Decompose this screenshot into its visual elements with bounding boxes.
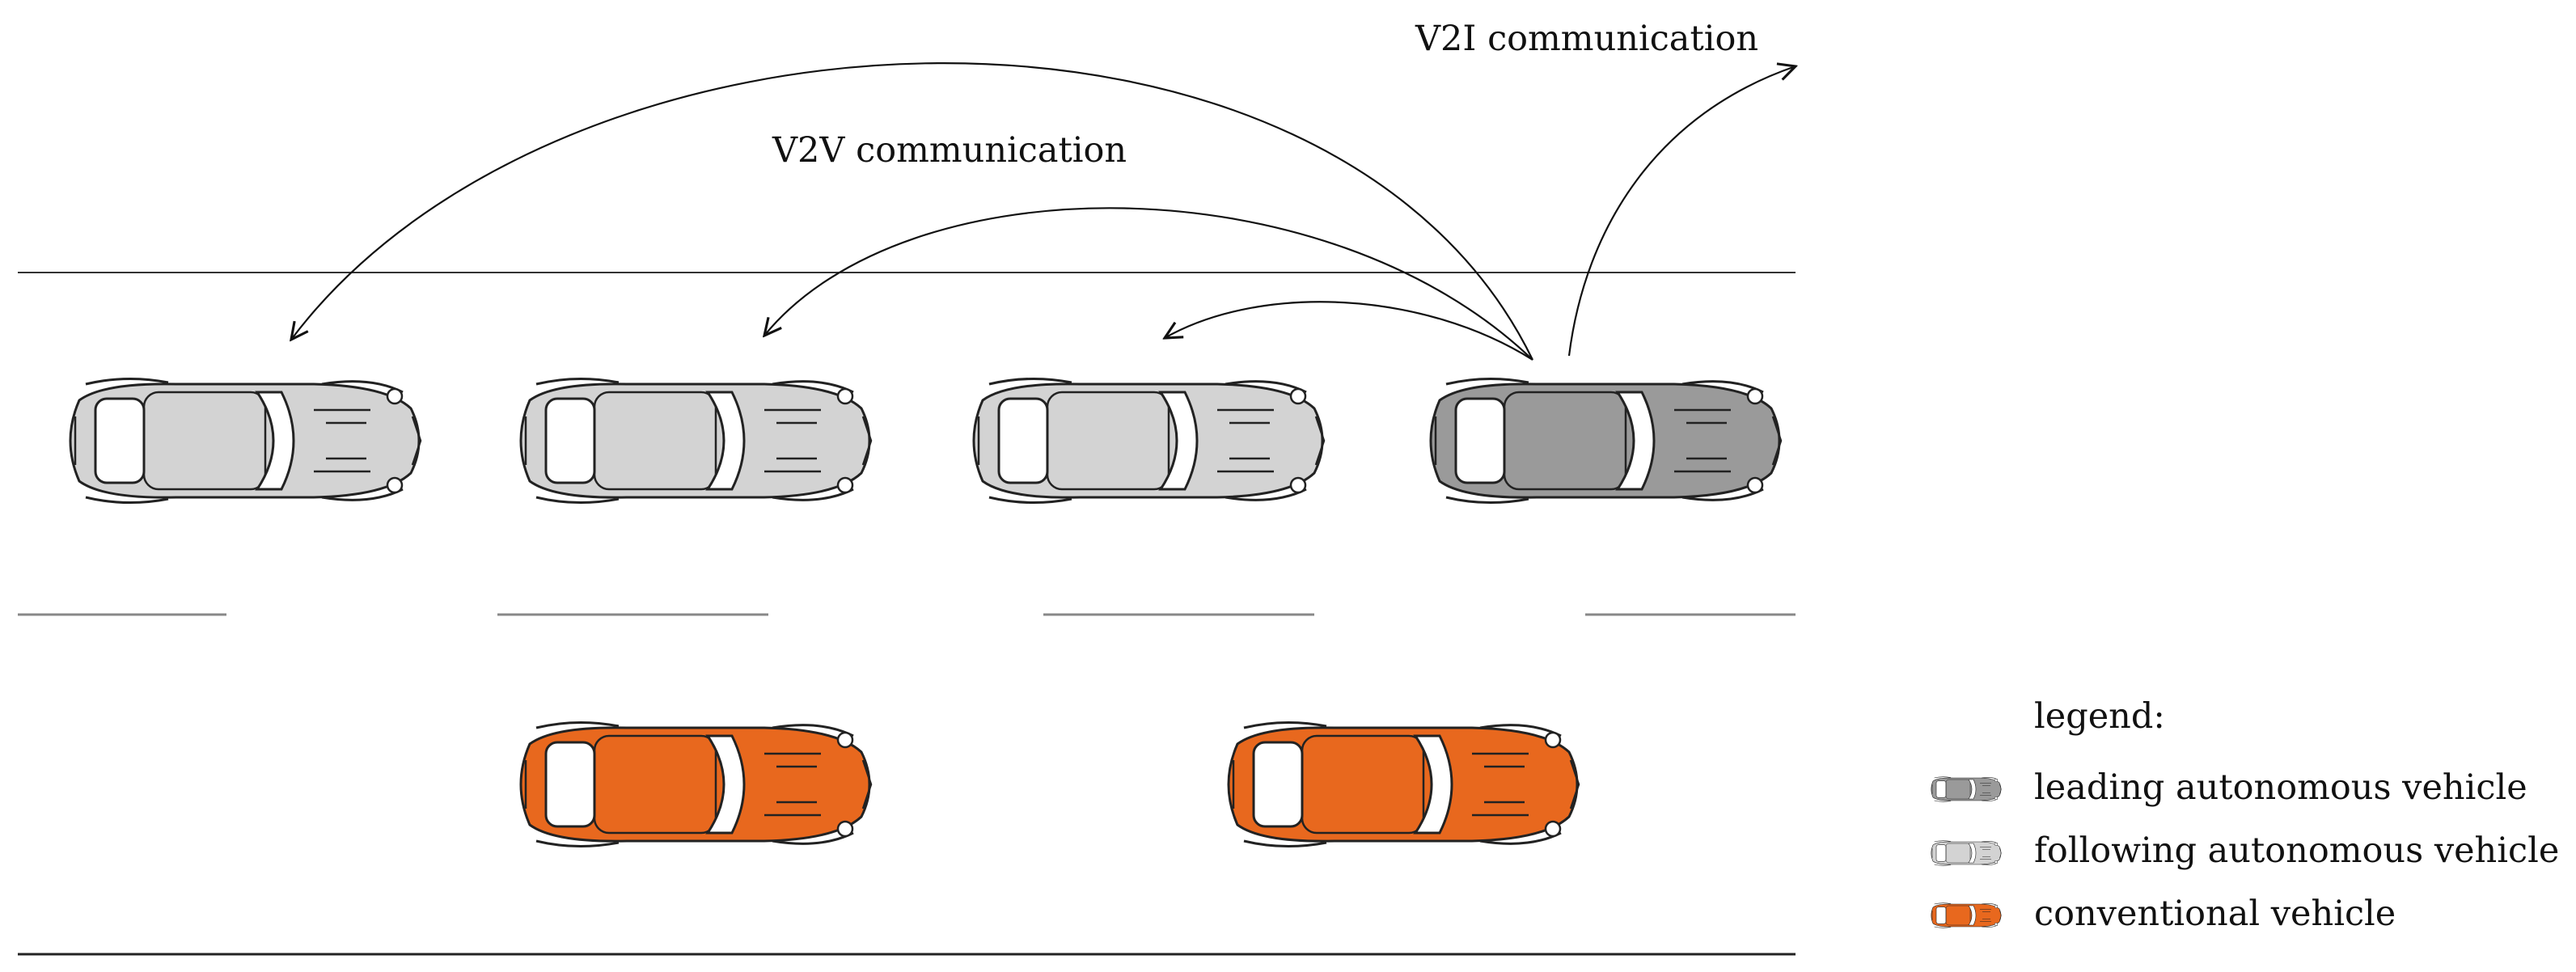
leading-vehicle: [1429, 377, 1783, 505]
following-vehicle: [972, 377, 1326, 505]
legend-title: legend:: [2034, 696, 2165, 737]
legend-swatch-leading: [1931, 776, 2002, 802]
conventional-vehicle: [519, 721, 873, 848]
legend: legend: leading autonomous vehicle follo…: [1931, 696, 2559, 934]
v2v-arrow-mid: [764, 207, 1533, 361]
legend-label-following: following autonomous vehicle: [2034, 830, 2559, 871]
legend-swatch-conventional: [1931, 902, 2002, 928]
legend-label-leading: leading autonomous vehicle: [2034, 767, 2527, 808]
legend-label-conventional: conventional vehicle: [2034, 894, 2396, 934]
road: [18, 272, 1796, 956]
following-vehicle: [519, 377, 873, 505]
v2i-arrow: [1567, 66, 1796, 357]
conventional-vehicle: [1227, 721, 1580, 848]
v2v-arrow-far: [291, 62, 1533, 361]
v2v-label: V2V communication: [772, 130, 1127, 171]
legend-swatch-following: [1931, 840, 2002, 866]
following-vehicle: [69, 377, 422, 505]
v2v-arrow-near: [1165, 301, 1533, 361]
v2i-label: V2I communication: [1415, 19, 1758, 59]
communication-arrows: [291, 62, 1796, 361]
